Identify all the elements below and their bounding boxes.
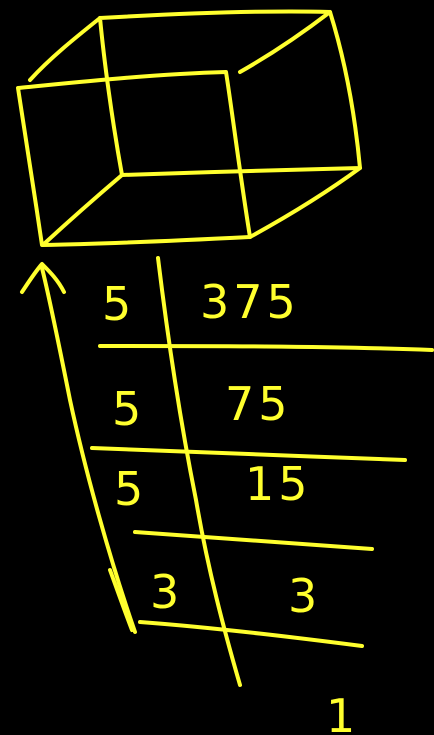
ladder-rule-3: [135, 532, 372, 549]
ladder-bracket: [110, 570, 132, 630]
cube-edge-top-left: [30, 18, 100, 80]
row-2-divisor: 5: [112, 382, 141, 436]
cube-edge-bottom-right: [250, 168, 360, 237]
cube-edge-top-right: [240, 12, 330, 72]
row-4-divisor: 3: [150, 565, 179, 619]
ladder-rule-1: [100, 346, 432, 350]
row-1-divisor: 5: [102, 277, 131, 331]
row-1-dividend: 375: [200, 275, 300, 329]
row-3-dividend: 15: [245, 457, 312, 511]
final-quotient-mark: 1: [326, 689, 355, 735]
row-3-divisor: 5: [114, 462, 143, 516]
ladder-numbers: 5 375 5 75 5 15 3 3 1: [102, 275, 355, 735]
cube-drawing: [18, 11, 360, 245]
ladder-rule-4: [140, 622, 362, 646]
cube-front-face: [18, 72, 250, 245]
row-2-dividend: 75: [225, 377, 292, 431]
cube-edge-bottom-left: [45, 175, 122, 243]
row-4-dividend: 3: [288, 569, 317, 623]
